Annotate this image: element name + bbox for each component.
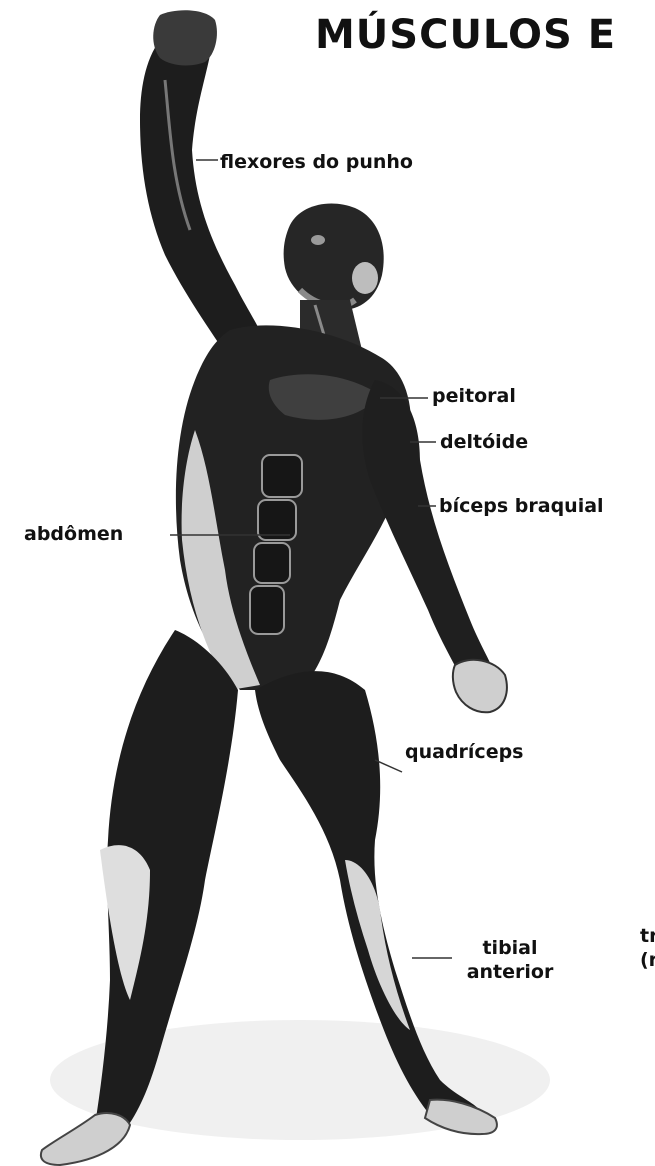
label-deltoide: deltóide: [440, 430, 528, 454]
label-peitoral: peitoral: [432, 384, 516, 408]
label-quadriceps: quadríceps: [405, 740, 524, 764]
eye: [311, 235, 325, 245]
label-truncated-line1: tr: [640, 924, 655, 948]
label-truncated-line2: (r: [640, 948, 655, 972]
label-tibial-line2: anterior: [458, 960, 562, 984]
right-foot: [41, 1113, 130, 1165]
label-flexores-do-punho: flexores do punho: [220, 150, 413, 174]
lowered-fist: [453, 660, 507, 712]
page-title: MÚSCULOS E: [315, 12, 616, 58]
label-tibial-line1: tibial: [458, 936, 562, 960]
label-biceps-braquial: bíceps braquial: [439, 494, 604, 518]
label-tibial-anterior: tibial anterior: [458, 936, 562, 984]
label-abdomen: abdômen: [24, 522, 123, 546]
raised-arm: [140, 35, 262, 360]
muscle-figure: [41, 10, 507, 1165]
ear: [352, 262, 378, 294]
lowered-arm: [362, 380, 495, 685]
label-truncated-edge: tr (r: [640, 924, 655, 972]
head: [284, 203, 384, 310]
raised-fist: [153, 10, 217, 65]
